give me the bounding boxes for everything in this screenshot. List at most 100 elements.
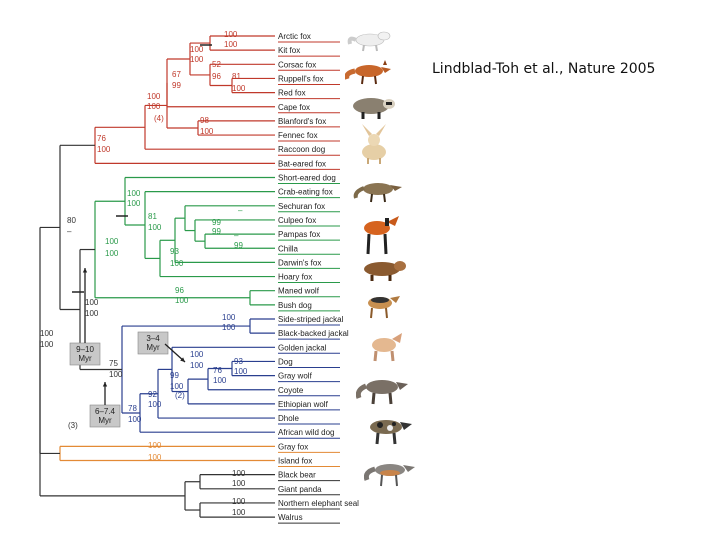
support-value: (3) xyxy=(68,421,78,430)
support-value: – xyxy=(238,206,243,215)
taxon-label: Black-backed jackal xyxy=(278,329,349,338)
african-wild-dog-image xyxy=(370,420,412,445)
support-value: 100 xyxy=(40,340,54,349)
taxon-label: Island fox xyxy=(278,457,312,466)
tree-branches xyxy=(39,35,275,518)
taxon-label: Giant panda xyxy=(278,485,322,494)
gray-fox-image xyxy=(364,464,415,487)
time-box-value: 3–4 xyxy=(146,334,160,343)
taxon-label: Kit fox xyxy=(278,46,300,55)
taxon-label: Sechuran fox xyxy=(278,202,325,211)
taxon-label: Chilla xyxy=(278,244,299,253)
taxon-label: African wild dog xyxy=(278,428,334,437)
taxon-label: Fennec fox xyxy=(278,131,318,140)
support-labels: 1001001001005296679981100100100(4)981007… xyxy=(40,30,248,517)
support-value: 92 xyxy=(148,390,157,399)
taxon-label: Raccoon dog xyxy=(278,145,325,154)
support-value: 100 xyxy=(148,441,162,450)
taxon-label: Corsac fox xyxy=(278,60,316,69)
support-value: 100 xyxy=(190,45,204,54)
support-value: 75 xyxy=(109,359,118,368)
support-value: 100 xyxy=(190,350,204,359)
support-value: 99 xyxy=(212,227,221,236)
taxon-label: Golden jackal xyxy=(278,343,327,352)
support-value: 99 xyxy=(234,241,243,250)
taxon-label: Pampas fox xyxy=(278,230,320,239)
taxon-label: Hoary fox xyxy=(278,273,312,282)
support-value: 100 xyxy=(232,508,246,517)
support-value: 100 xyxy=(147,92,161,101)
support-value: (2) xyxy=(175,391,185,400)
support-value: 76 xyxy=(97,134,106,143)
support-value: 96 xyxy=(212,72,221,81)
support-value: (4) xyxy=(154,114,164,123)
time-box-unit: Myr xyxy=(146,343,160,352)
taxon-label: Gray fox xyxy=(278,442,308,451)
time-arrowhead xyxy=(102,382,108,387)
taxon-label: Dog xyxy=(278,357,293,366)
taxon-label: Darwin's fox xyxy=(278,258,321,267)
support-value: – xyxy=(67,227,72,236)
support-value: 52 xyxy=(212,60,221,69)
support-value: 100 xyxy=(234,367,248,376)
support-value: 96 xyxy=(175,286,184,295)
maned-wolf-image xyxy=(364,216,399,255)
taxon-label: Blanford's fox xyxy=(278,117,326,126)
support-value: 76 xyxy=(213,366,222,375)
support-value: 93 xyxy=(234,357,243,366)
taxon-label: Black bear xyxy=(278,471,316,480)
taxon-label: Red fox xyxy=(278,89,306,98)
support-value: 98 xyxy=(200,116,209,125)
gray-wolf-image xyxy=(356,380,408,405)
support-value: 78 xyxy=(128,404,137,413)
support-value: 100 xyxy=(109,370,123,379)
citation: Lindblad-Toh et al., Nature 2005 xyxy=(432,61,656,77)
raccoon-dog-image xyxy=(353,98,395,119)
time-box xyxy=(137,331,169,355)
time-arrowhead xyxy=(82,268,88,273)
taxon-label: Coyote xyxy=(278,386,304,395)
taxon-label: Culpeo fox xyxy=(278,216,316,225)
time-box-unit: Myr xyxy=(78,354,92,363)
support-value: 100 xyxy=(127,199,141,208)
taxon-label: Side-striped jackal xyxy=(278,315,344,324)
support-value: 100 xyxy=(85,298,99,307)
support-value: 100 xyxy=(105,249,119,258)
taxon-label: Northern elephant seal xyxy=(278,499,359,508)
time-box-value: 9–10 xyxy=(76,345,94,354)
support-value: 100 xyxy=(200,127,214,136)
support-value: 81 xyxy=(148,212,157,221)
support-value: 99 xyxy=(212,218,221,227)
taxon-label: Bush dog xyxy=(278,301,312,310)
support-value: 100 xyxy=(213,376,227,385)
taxon-label: Arctic fox xyxy=(278,32,311,41)
taxon-label: Ruppell's fox xyxy=(278,74,324,83)
support-value: 100 xyxy=(232,497,246,506)
black-backed-jackal-image xyxy=(368,296,400,319)
support-value: 100 xyxy=(40,329,54,338)
support-value: 100 xyxy=(222,313,236,322)
support-value: 100 xyxy=(128,415,142,424)
support-value: 100 xyxy=(148,453,162,462)
taxon-label: Ethiopian wolf xyxy=(278,400,329,409)
support-value: – xyxy=(234,231,239,240)
support-value: 100 xyxy=(105,237,119,246)
bush-dog-image xyxy=(364,261,406,281)
support-value: 99 xyxy=(172,81,181,90)
support-value: 100 xyxy=(190,361,204,370)
support-value: 100 xyxy=(232,84,246,93)
taxon-label: Dhole xyxy=(278,414,299,423)
support-value: 100 xyxy=(175,296,189,305)
support-value: 100 xyxy=(232,469,246,478)
taxon-label: Maned wolf xyxy=(278,287,320,296)
fennec-fox-image xyxy=(362,124,386,164)
support-value: 100 xyxy=(170,382,184,391)
time-arrowhead xyxy=(180,357,185,362)
support-value: 80 xyxy=(67,216,76,225)
time-box-value: 6–7.4 xyxy=(95,407,116,416)
crab-eating-fox-image xyxy=(353,183,402,203)
red-fox-image xyxy=(345,60,391,85)
